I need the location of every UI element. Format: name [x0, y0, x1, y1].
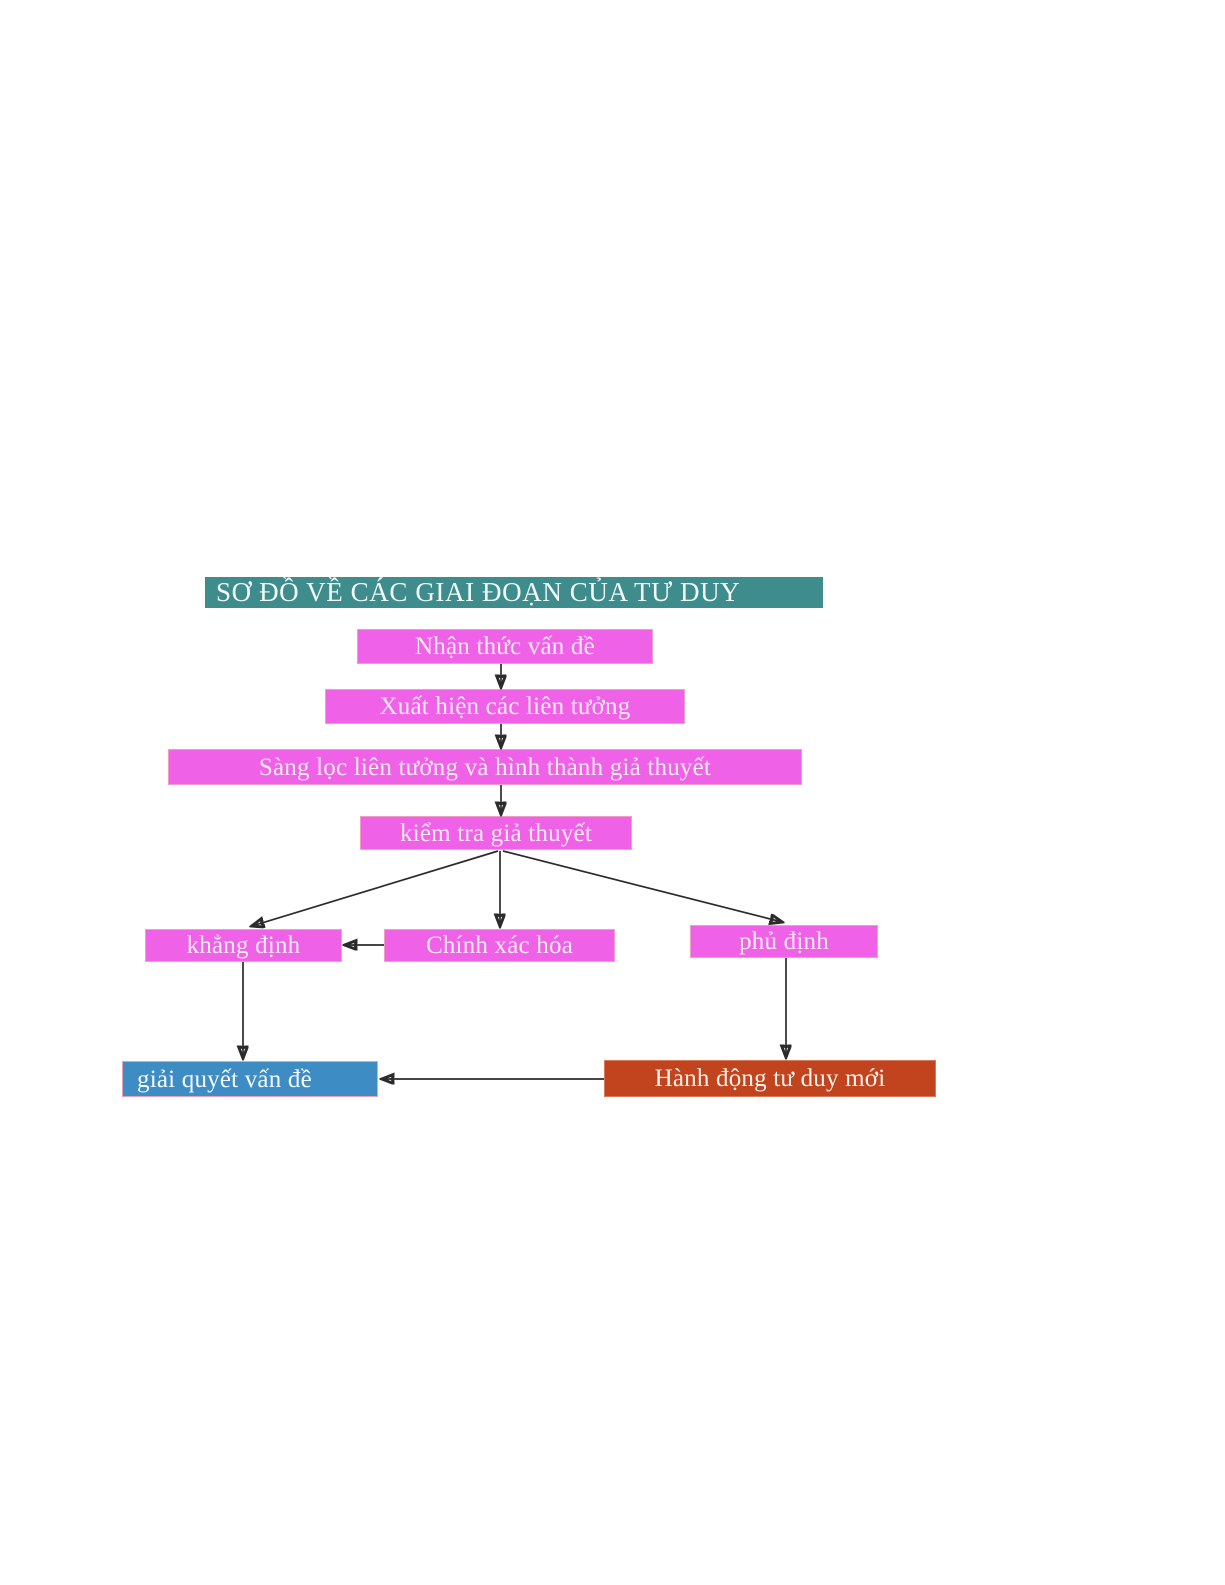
- diagram-title-banner: SƠ ĐỒ VỀ CÁC GIAI ĐOẠN CỦA TƯ DUY: [205, 577, 823, 608]
- node-label: giải quyết vấn đề: [137, 1065, 312, 1093]
- arrow-n4-to-n5: [252, 850, 499, 926]
- node-label: kiểm tra giả thuyết: [400, 819, 592, 847]
- node-phu-dinh[interactable]: phủ định: [690, 925, 878, 958]
- node-label: Chính xác hóa: [425, 932, 573, 959]
- node-giai-quyet-van-de[interactable]: giải quyết vấn đề: [122, 1061, 378, 1097]
- node-label: khẳng định: [186, 932, 301, 959]
- node-khang-dinh[interactable]: khẳng định: [145, 929, 342, 962]
- arrow-n4-to-n7: [502, 850, 782, 922]
- node-label: Hành động tư duy mới: [654, 1065, 886, 1092]
- node-sang-loc-lien-tuong[interactable]: Sàng lọc liên tưởng và hình thành giả th…: [168, 749, 802, 785]
- node-xuat-hien-cac-lien-tuong[interactable]: Xuất hiện các liên tưởng: [325, 689, 685, 724]
- node-label: phủ định: [739, 928, 829, 955]
- node-hanh-dong-tu-duy-moi[interactable]: Hành động tư duy mới: [604, 1060, 936, 1097]
- node-chinh-xac-hoa[interactable]: Chính xác hóa: [384, 929, 615, 962]
- diagram-title-text: SƠ ĐỒ VỀ CÁC GIAI ĐOẠN CỦA TƯ DUY: [216, 577, 741, 607]
- node-label: Nhận thức vấn đề: [415, 633, 595, 660]
- node-label: Xuất hiện các liên tưởng: [379, 693, 631, 720]
- node-kiem-tra-gia-thuyet[interactable]: kiểm tra giả thuyết: [360, 816, 632, 850]
- node-label: Sàng lọc liên tưởng và hình thành giả th…: [258, 753, 712, 781]
- node-nhan-thuc-van-de[interactable]: Nhận thức vấn đề: [357, 629, 653, 664]
